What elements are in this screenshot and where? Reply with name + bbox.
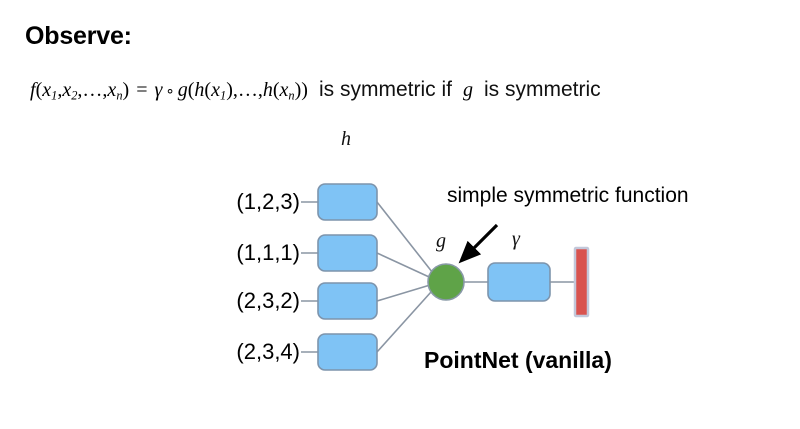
symmetric-function-node [427,263,465,301]
diagram-graphics [301,183,590,371]
equation-text-middle: is symmetric if [318,78,452,101]
aggregate-edge [376,281,441,353]
aggregate-edge [376,201,441,283]
gamma-box [487,262,551,302]
h-box [317,282,378,320]
g-label: g [436,230,446,252]
pointnet-diagram: h (1,2,3) (1,1,1) (2,3,2) (2,3,4) g γ si… [0,120,800,420]
h-box [317,183,378,221]
annotation-arrow [458,223,499,264]
page-title: Observe: [25,22,132,50]
input-label-1: (1,2,3) [236,189,300,214]
input-label-3: (2,3,2) [236,288,300,313]
equation-text-end: is symmetric [483,78,601,101]
equation-formula: f(x1,x2,…,xn)=γ∘g(h(x1),…,h(xn)) [30,79,308,103]
h-box [317,333,378,371]
h-label: h [341,128,351,150]
annotation-text: simple symmetric function [447,184,689,207]
input-label-4: (2,3,4) [236,339,300,364]
gamma-label: γ [512,228,520,250]
h-box [317,234,378,272]
equation-symbol-g: g [462,79,473,101]
equation-line: f(x1,x2,…,xn)=γ∘g(h(x1),…,h(xn)) is symm… [30,78,601,112]
diagram-caption: PointNet (vanilla) [424,347,612,373]
output-vector-bar [573,246,590,318]
input-label-2: (1,1,1) [236,240,300,265]
